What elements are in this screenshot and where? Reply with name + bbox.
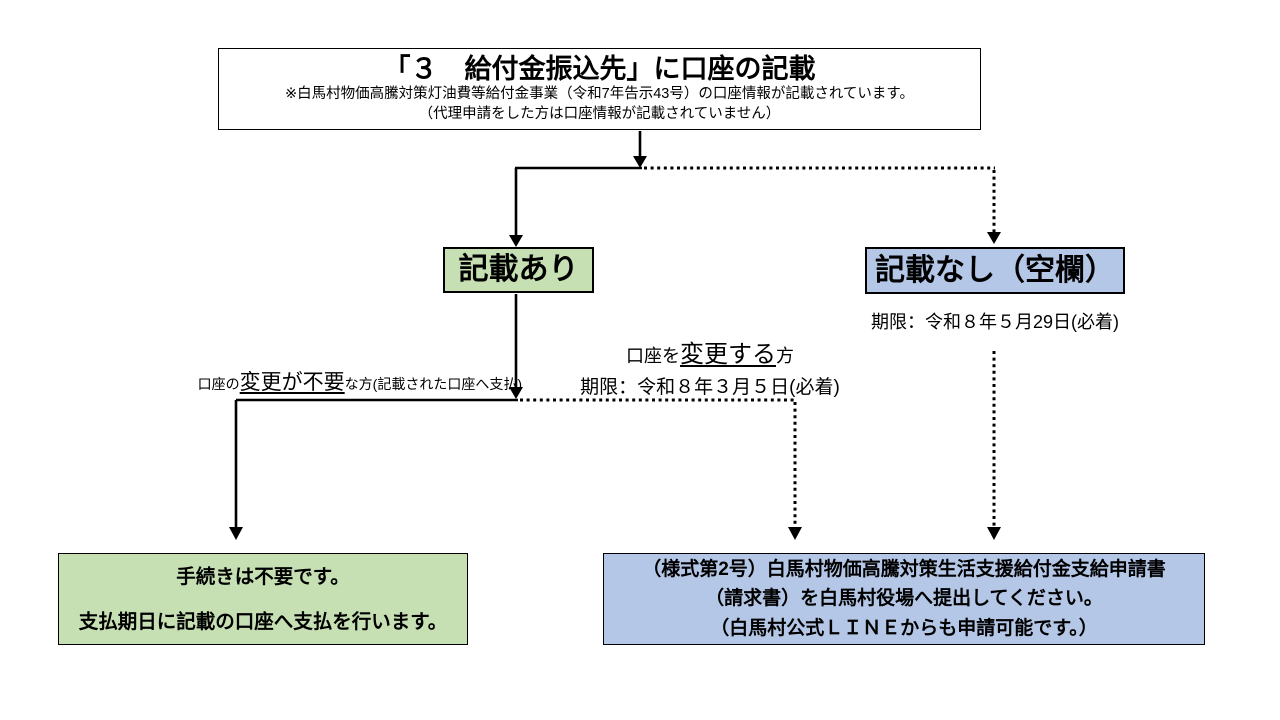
no-action-box: 手続きは不要です。 支払期日に記載の口座へ支払を行います。: [58, 553, 468, 645]
apply-box: （様式第2号）白馬村物価高騰対策生活支援給付金支給申請書 （請求書）を白馬村役場…: [603, 553, 1205, 645]
no-change-label: 口座の変更が不要な方(記載された口座へ支払): [150, 366, 522, 396]
change-prefix: 口座を: [626, 346, 680, 366]
change-label: 口座を変更する方 期限：令和８年３月５日(必着): [560, 334, 860, 399]
no-action-line-2: 支払期日に記載の口座へ支払を行います。: [78, 610, 448, 633]
not-recorded-deadline: 期限：令和８年５月29日(必着): [870, 312, 1119, 332]
arrowhead-top-down: [633, 156, 647, 168]
arrowhead-to-recorded: [509, 235, 523, 247]
change-label-line: 口座を変更する方: [560, 334, 860, 369]
arrowhead-change-to-apply: [788, 527, 802, 540]
change-suffix: 方: [776, 346, 794, 366]
top-title: 「３ 給付金振込先」に口座の記載: [383, 53, 816, 84]
top-note-2: （代理申請をした方は口座情報が記載されていません）: [418, 105, 781, 122]
recorded-label: 記載あり: [458, 253, 579, 286]
no-action-line-1: 手続きは不要です。: [176, 566, 350, 588]
arrowhead-notrecorded-to-apply: [987, 527, 1001, 540]
arrowhead-to-no-action: [229, 527, 243, 540]
top-info-box: 「３ 給付金振込先」に口座の記載 ※白馬村物価高騰対策灯油費等給付金事業（令和7…: [218, 48, 981, 130]
arrowhead-to-not-recorded: [987, 232, 1001, 244]
apply-line-2: （請求書）を白馬村役場へ提出してください。: [705, 588, 1103, 610]
apply-line-3: （白馬村公式ＬＩＮＥからも申請可能です。）: [710, 617, 1098, 639]
recorded-box: 記載あり: [443, 247, 594, 293]
change-deadline: 期限：令和８年３月５日(必着): [580, 377, 840, 398]
no-change-emphasis: 変更が不要: [239, 371, 345, 394]
not-recorded-label: 記載なし（空欄）: [875, 253, 1115, 287]
top-note-1: ※白馬村物価高騰対策灯油費等給付金事業（令和7年告示43号）の口座情報が記載され…: [285, 85, 914, 102]
change-emphasis: 変更する: [680, 341, 776, 368]
no-change-suffix: な方(記載された口座へ支払): [344, 376, 522, 392]
not-recorded-box: 記載なし（空欄）: [865, 247, 1125, 294]
apply-line-1: （様式第2号）白馬村物価高騰対策生活支援給付金支給申請書: [642, 558, 1166, 580]
no-change-prefix: 口座の: [197, 376, 240, 392]
